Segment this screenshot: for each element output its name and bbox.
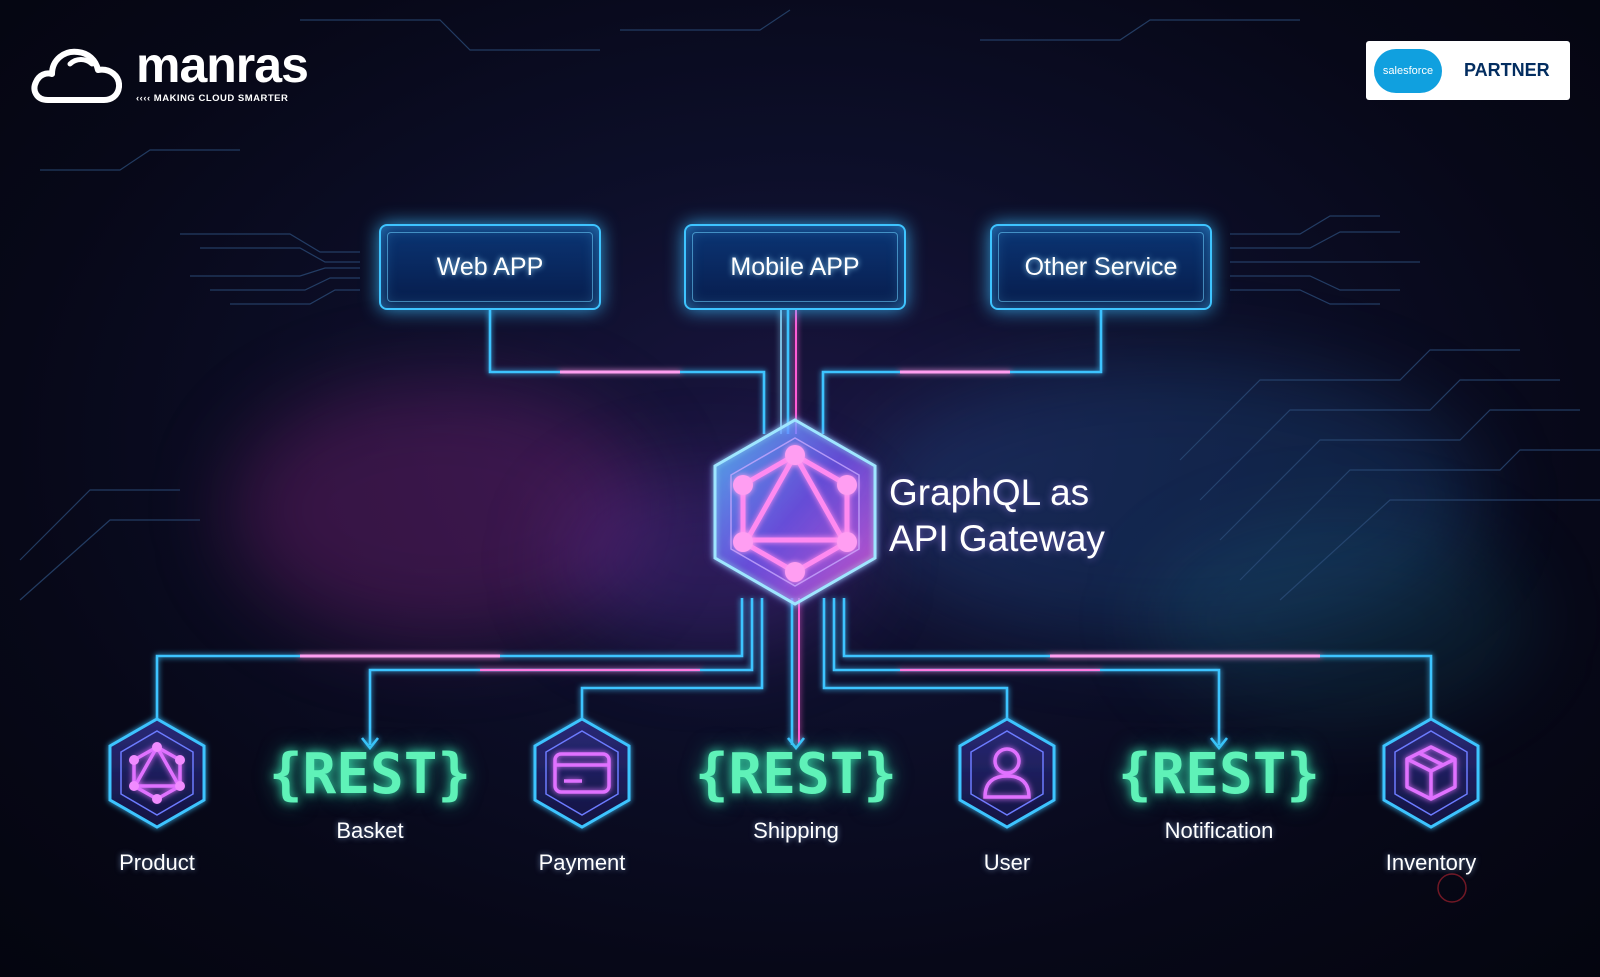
rest-badge-notification: {REST} xyxy=(1117,742,1321,807)
client-label: Other Service xyxy=(1024,252,1178,281)
client-label: Mobile APP xyxy=(730,252,860,281)
service-label-product: Product xyxy=(119,850,195,875)
decorative-ring xyxy=(1437,873,1467,903)
rest-badge-shipping: {REST} xyxy=(694,742,898,807)
circuit-traces xyxy=(19,9,1600,601)
service-label-user: User xyxy=(983,850,1031,875)
user-service-hexagon xyxy=(958,717,1056,829)
client-box-web-app: Web APP xyxy=(379,224,601,310)
graphql-gateway-icon xyxy=(713,418,877,606)
gateway-label-line1: GraphQL as xyxy=(889,472,1090,513)
inventory-service-hexagon xyxy=(1382,717,1480,829)
rest-badge-basket: {REST} xyxy=(268,742,472,807)
client-wires xyxy=(488,310,1103,434)
user-icon xyxy=(983,747,1031,799)
service-label-notification: Notification xyxy=(1164,818,1274,843)
service-wires xyxy=(155,598,1433,751)
service-label-shipping: Shipping xyxy=(753,818,839,843)
credit-card-icon xyxy=(553,752,611,794)
payment-service-hexagon xyxy=(533,717,631,829)
service-label-basket: Basket xyxy=(336,818,404,843)
client-label: Web APP xyxy=(436,252,544,281)
product-service-hexagon xyxy=(108,717,206,829)
manras-logo: manras ‹‹‹‹ MAKING CLOUD SMARTER xyxy=(30,37,309,106)
gateway-label: GraphQL as API Gateway xyxy=(889,470,1105,562)
brand-tagline: ‹‹‹‹ MAKING CLOUD SMARTER xyxy=(136,93,289,104)
salesforce-partner-badge: salesforce PARTNER xyxy=(1366,41,1570,100)
cloud-logo-icon xyxy=(31,48,122,103)
brand-name: manras xyxy=(136,37,309,93)
service-label-payment: Payment xyxy=(538,850,626,875)
client-box-other-service: Other Service xyxy=(990,224,1212,310)
client-box-mobile-app: Mobile APP xyxy=(684,224,906,310)
service-label-inventory: Inventory xyxy=(1385,850,1477,875)
salesforce-logo-text: salesforce xyxy=(1382,64,1434,77)
package-box-icon xyxy=(1405,745,1457,801)
salesforce-cloud-logo: salesforce xyxy=(1374,48,1442,93)
partner-label: PARTNER xyxy=(1464,60,1550,80)
gateway-label-line2: API Gateway xyxy=(889,518,1105,559)
